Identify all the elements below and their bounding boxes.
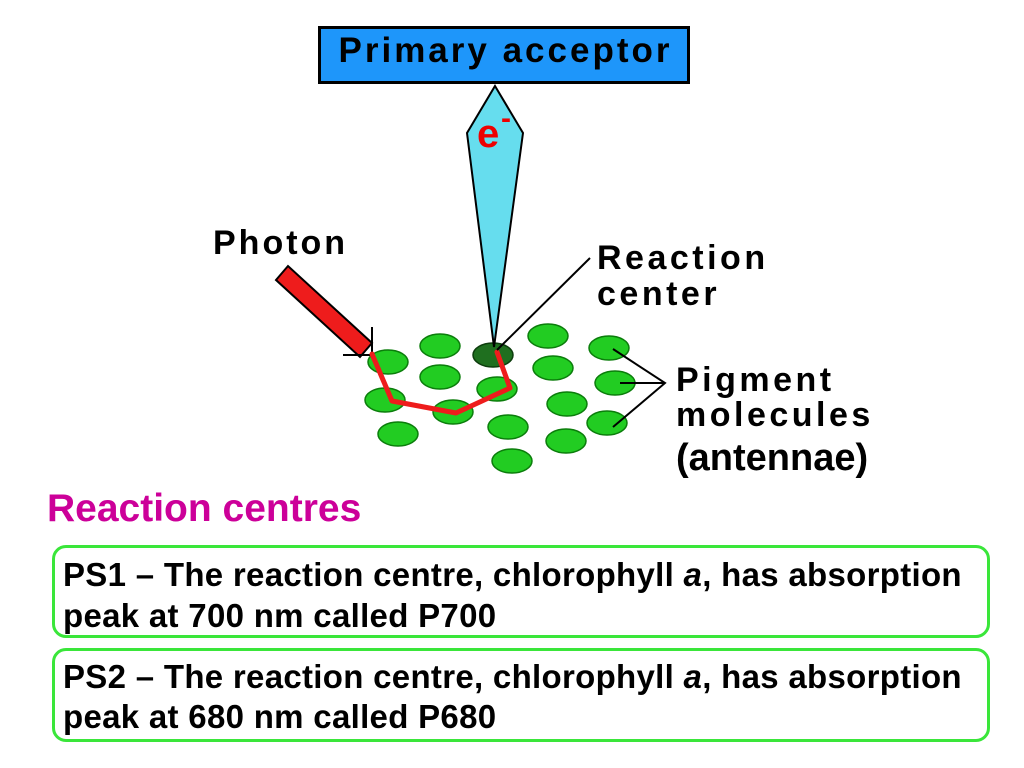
electron-transfer-arrow bbox=[465, 84, 525, 348]
pigment-label-line-1: Pigment bbox=[676, 361, 835, 399]
pigment-molecule bbox=[545, 428, 587, 454]
photon-label: Photon bbox=[213, 224, 349, 262]
ps2-description-line-1: PS2 – The reaction centre, chlorophyll a… bbox=[63, 660, 962, 693]
pigment-molecule bbox=[527, 323, 569, 349]
description-text: PS2 – The reaction centre, chlorophyll bbox=[63, 658, 684, 695]
pigment-molecule bbox=[377, 421, 419, 447]
reaction-center-label-line-1: Reaction bbox=[597, 239, 769, 277]
photon-arrow bbox=[274, 264, 374, 359]
pigment-label-line-2: molecules bbox=[676, 396, 874, 434]
primary-acceptor-label: Primary acceptor bbox=[338, 31, 673, 70]
ps1-description-line-1: PS1 – The reaction centre, chlorophyll a… bbox=[63, 558, 962, 591]
primary-acceptor-box bbox=[318, 26, 690, 84]
electron-charge: - bbox=[501, 102, 511, 135]
reaction-center-label-line-2: center bbox=[597, 275, 721, 313]
chlorophyll-a-italic: a bbox=[683, 556, 703, 593]
chlorophyll-a-italic: a bbox=[683, 658, 703, 695]
description-text: , has absorption bbox=[702, 658, 962, 695]
description-text: , has absorption bbox=[702, 556, 962, 593]
ps2-description-line-2: peak at 680 nm called P680 bbox=[63, 698, 497, 735]
electron-symbol: e bbox=[477, 112, 500, 156]
pigment-molecule bbox=[586, 410, 628, 436]
energy-transfer-path bbox=[369, 349, 513, 416]
reaction-center-leader-line bbox=[496, 257, 591, 351]
pigment-label-line-3: (antennae) bbox=[676, 437, 869, 479]
section-heading: Reaction centres bbox=[47, 487, 362, 530]
description-text: PS1 – The reaction centre, chlorophyll bbox=[63, 556, 684, 593]
ps2-box bbox=[52, 648, 990, 742]
pigment-molecule bbox=[419, 364, 461, 390]
ps1-description-line-2: peak at 700 nm called P700 bbox=[63, 597, 497, 634]
pigment-molecule bbox=[491, 448, 533, 474]
pigment-molecule bbox=[419, 333, 461, 359]
ps1-box bbox=[52, 545, 990, 638]
pigment-molecule bbox=[487, 414, 529, 440]
pigment-molecule bbox=[532, 355, 574, 381]
pigment-molecule bbox=[546, 391, 588, 417]
